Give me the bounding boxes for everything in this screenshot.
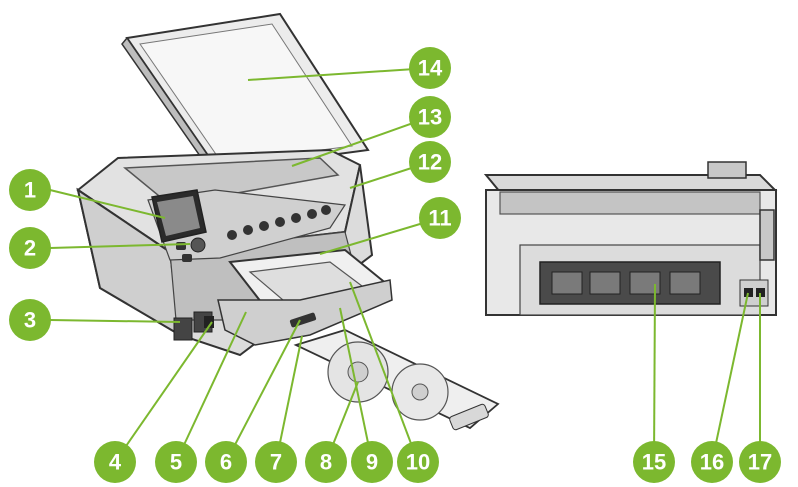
callouts: 1 2 3 4 5 6 7 8 <box>9 47 781 483</box>
side-handle <box>759 209 775 261</box>
callout-4: 4 <box>94 441 136 483</box>
callout-11: 11 <box>419 197 461 239</box>
callout-8: 8 <box>305 441 347 483</box>
svg-text:11: 11 <box>428 206 451 231</box>
callout-2: 2 <box>9 227 51 269</box>
usb-port <box>744 288 753 297</box>
leader-line-4 <box>114 321 213 463</box>
svg-text:3: 3 <box>24 308 36 333</box>
scanner-lid-inner <box>139 23 353 164</box>
callout-12: 12 <box>409 141 451 183</box>
panel-button <box>227 230 237 240</box>
rear-lid-hinge <box>707 161 747 179</box>
svg-text:9: 9 <box>366 450 378 475</box>
callout-5: 5 <box>155 441 197 483</box>
control-panel-buttons <box>176 205 331 262</box>
leader-line-13 <box>291 116 431 167</box>
nav-button <box>182 254 192 262</box>
power-port <box>756 288 765 297</box>
rear-view-printer <box>483 161 778 316</box>
panel-button <box>307 209 317 219</box>
callout-1: 1 <box>9 169 51 211</box>
callout-15: 15 <box>633 441 675 483</box>
svg-text:17: 17 <box>748 450 772 475</box>
callout-9: 9 <box>351 441 393 483</box>
callout-14: 14 <box>409 47 451 89</box>
output-tray <box>217 279 393 346</box>
panel-button <box>275 217 285 227</box>
svg-text:10: 10 <box>406 450 430 475</box>
camera-port <box>204 316 214 328</box>
leader-line-9 <box>339 307 373 463</box>
leader-line-3 <box>49 319 181 323</box>
leader-line-16 <box>711 292 749 463</box>
svg-text:13: 13 <box>418 105 442 130</box>
svg-text:2: 2 <box>24 236 36 261</box>
leader-line-2 <box>49 243 191 249</box>
callout-3: 3 <box>9 299 51 341</box>
panel-button <box>291 213 301 223</box>
leader-line-1 <box>49 189 166 219</box>
callout-13: 13 <box>409 96 451 138</box>
duplexer-slot <box>589 271 621 295</box>
svg-text:4: 4 <box>109 450 122 475</box>
duplexer-slots <box>551 271 701 295</box>
power-button <box>190 237 206 253</box>
svg-text:6: 6 <box>220 450 232 475</box>
memory-card-slot <box>173 317 193 341</box>
svg-text:1: 1 <box>24 178 36 203</box>
leader-line-7 <box>275 335 303 463</box>
callout-16: 16 <box>691 441 733 483</box>
svg-text:14: 14 <box>418 56 443 81</box>
svg-text:7: 7 <box>270 450 282 475</box>
callout-6: 6 <box>205 441 247 483</box>
svg-text:8: 8 <box>320 450 332 475</box>
callout-7: 7 <box>255 441 297 483</box>
duplexer-slot <box>629 271 661 295</box>
duplexer-slot <box>551 271 583 295</box>
leader-line-14 <box>247 67 431 81</box>
callout-17: 17 <box>739 441 781 483</box>
leader-line-5 <box>175 311 247 463</box>
svg-text:5: 5 <box>170 450 182 475</box>
duplexer-slot <box>669 271 701 295</box>
rear-band <box>499 191 761 215</box>
leader-lines <box>49 67 761 463</box>
panel-button <box>321 205 331 215</box>
svg-text:15: 15 <box>642 450 666 475</box>
leader-line-10 <box>349 281 419 463</box>
front-view-printer <box>76 12 500 431</box>
panel-button <box>243 225 253 235</box>
leader-line-15 <box>653 283 656 463</box>
svg-text:16: 16 <box>700 450 724 475</box>
cd-holder-handle <box>449 403 489 431</box>
display-screen-glass <box>157 196 200 236</box>
leader-line-6 <box>225 319 301 463</box>
callout-10: 10 <box>397 441 439 483</box>
panel-button <box>259 221 269 231</box>
svg-text:12: 12 <box>418 150 442 175</box>
cd-holder-disc-inner <box>411 383 429 401</box>
tray-lever <box>289 312 317 328</box>
